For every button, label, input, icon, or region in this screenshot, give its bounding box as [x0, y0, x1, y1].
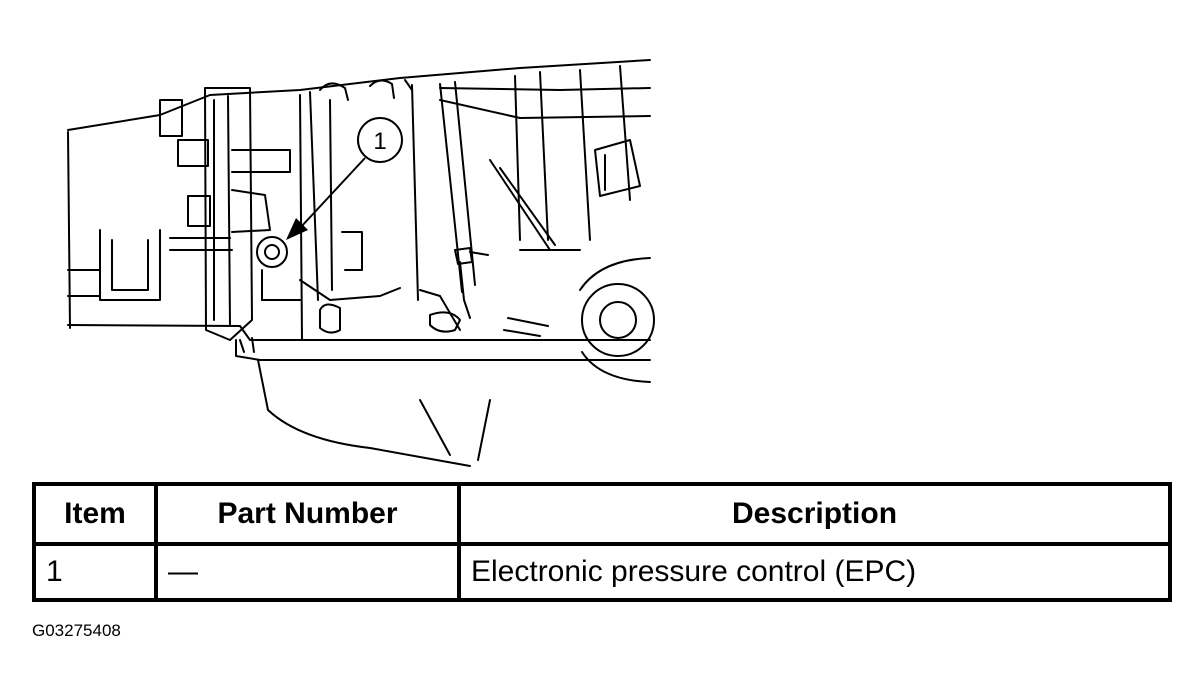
header-item: Item — [32, 482, 158, 546]
header-part-number: Part Number — [154, 482, 461, 546]
header-description: Description — [457, 482, 1172, 546]
cell-item: 1 — [32, 542, 158, 602]
table-row: 1 — Electronic pressure control (EPC) — [32, 542, 1172, 602]
table-header-row: Item Part Number Description — [32, 482, 1172, 546]
callout-1-label: 1 — [373, 128, 386, 155]
cell-description: Electronic pressure control (EPC) — [457, 542, 1172, 602]
callout-1: 1 — [286, 117, 403, 240]
figure-id: G03275408 — [32, 621, 121, 640]
cell-part-number: — — [154, 542, 461, 602]
callout-arrowhead-icon — [286, 218, 308, 240]
transmission-illustration: 1 — [67, 59, 655, 467]
parts-table: Item Part Number Description 1 — Electro… — [32, 482, 1172, 602]
